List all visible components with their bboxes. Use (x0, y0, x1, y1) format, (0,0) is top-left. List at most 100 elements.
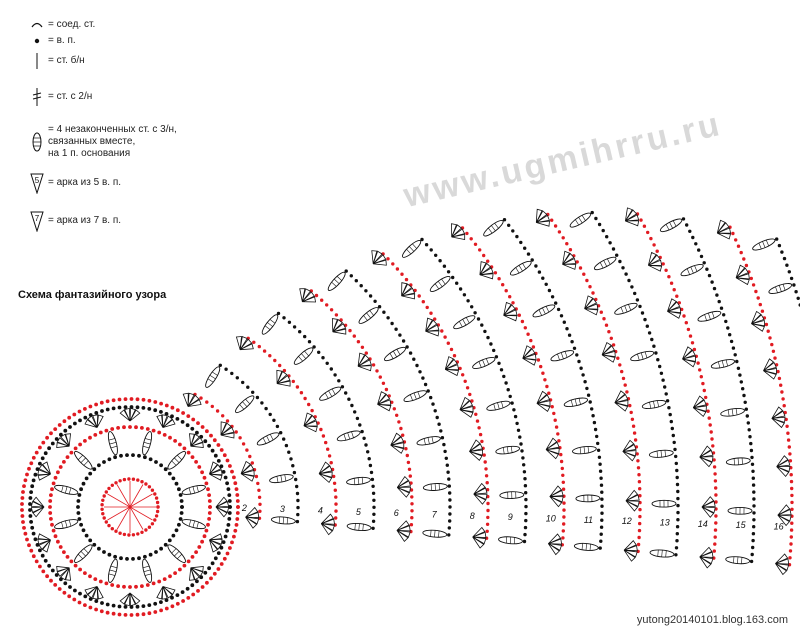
fan-row-3 (246, 336, 338, 527)
cluster-symbol (593, 256, 617, 271)
arc-fan-motif (522, 345, 537, 366)
arc-fan-motif (396, 520, 411, 543)
cluster-symbol (649, 549, 675, 558)
arc-fan-motif (601, 341, 616, 363)
arc-fan-motif (459, 396, 474, 418)
fan-row-5 (309, 289, 414, 534)
arc-fan-motif (469, 439, 484, 461)
arc-fan-motif (472, 526, 487, 549)
fan-row-2 (218, 363, 300, 524)
cluster-symbol (384, 346, 406, 362)
fan-row-motifs-11 (535, 208, 640, 562)
cluster-symbol (167, 451, 186, 470)
arc-5-icon: 5 (30, 173, 44, 194)
cluster-symbol (563, 397, 589, 408)
cluster-symbol (725, 556, 751, 565)
fan-row-15 (728, 225, 794, 567)
chain-icon (34, 38, 40, 44)
arc-fan-motif (235, 336, 254, 351)
cluster-symbol (142, 431, 153, 456)
arc-fan-motif (771, 406, 786, 429)
arc-fan-motif (245, 506, 260, 529)
arc-fan-motif (535, 208, 550, 227)
arc-fan-motif (503, 301, 518, 322)
cluster-symbol (630, 350, 655, 362)
legend-text: = 4 незаконченных ст. с 3/н, связанных в… (48, 124, 177, 159)
cluster-symbol (181, 484, 206, 495)
legend-item-chain: = в. п. (28, 30, 76, 52)
cluster-symbol (416, 436, 441, 446)
arc-fan-motif (473, 482, 488, 505)
arc-fan-motif (331, 318, 347, 335)
row-number: 10 (546, 514, 556, 524)
fan-row-motifs-14 (659, 218, 753, 565)
cluster-symbol (720, 408, 745, 417)
row-number: 8 (470, 511, 475, 521)
center-spokes (104, 481, 156, 533)
arc-fan-motif (562, 250, 577, 270)
arc-fan-motif (84, 586, 104, 600)
arc-fan-motif (444, 356, 460, 377)
inner-round-3 (28, 405, 232, 609)
cluster-symbol (573, 542, 599, 551)
row-number: 5 (356, 507, 362, 517)
legend-text: = ст. б/н (48, 55, 85, 66)
cluster-symbol (422, 529, 448, 538)
legend-item-double-crochet: = ст. с 2/н (28, 86, 92, 108)
cluster-symbol (74, 451, 93, 470)
arc-fan-motif (320, 513, 335, 536)
diagram-title: Схема фантазийного узора (18, 289, 167, 301)
arc-fan-motif (625, 489, 640, 512)
cluster-symbol (422, 483, 448, 491)
cluster-symbol (74, 544, 93, 563)
arc-fan-motif (240, 460, 255, 482)
arc-fan-motif (623, 540, 638, 562)
row-number: 6 (394, 508, 399, 518)
arc-fan-motif (425, 317, 440, 337)
row-number: 14 (698, 519, 708, 529)
legend-item-slip-stitch: = соед. ст. (28, 14, 95, 36)
cluster-symbol (261, 314, 279, 335)
arc-fan-motif (735, 264, 750, 286)
cluster-symbol (327, 271, 346, 291)
legend-item-arc-7: 7= арка из 7 в. п. (28, 210, 121, 232)
arc-fan-motif (716, 219, 732, 240)
arc-fan-motif (119, 407, 141, 422)
arc-fan-motif (548, 533, 563, 556)
source-credit: yutong20140101.blog.163.com (636, 614, 788, 626)
cluster-symbol (532, 304, 556, 318)
fan-row-14 (681, 217, 756, 564)
arc-fan-motif (377, 391, 392, 412)
fan-row-motifs-13 (625, 207, 716, 569)
arc-fan-motif (209, 533, 223, 553)
double-crochet-icon (32, 88, 42, 106)
arc-count-label: 7 (35, 214, 40, 223)
cluster-symbol (697, 310, 722, 322)
fan-row-motifs-4 (261, 314, 372, 531)
center-ring (100, 477, 160, 537)
arc-fan-motif (549, 485, 564, 508)
arc-fan-motif (37, 533, 51, 553)
cluster-symbol (453, 315, 476, 330)
arc-7-icon: 7 (30, 211, 44, 232)
fan-row-motifs-16 (752, 238, 793, 294)
arc-fan-motif (303, 412, 318, 433)
cluster-symbol (167, 544, 186, 563)
arc-count-label: 5 (35, 176, 40, 185)
cluster-symbol (107, 558, 118, 583)
arc-fan-motif (614, 390, 629, 412)
fan-row-motifs-1 (182, 392, 260, 529)
cluster-symbol (269, 474, 294, 484)
arc-fan-motif (648, 251, 663, 272)
arc-fan-motif (536, 390, 551, 412)
row-number: 2 (241, 503, 247, 513)
arc-fan-motif (318, 461, 333, 484)
arc-fan-motif (189, 566, 204, 581)
row-number: 15 (736, 520, 747, 530)
arc-fan-motif (692, 395, 707, 418)
legend-item-cluster: = 4 незаконченных ст. с 3/н, связанных в… (28, 124, 177, 160)
arc-fan-motif (751, 310, 766, 332)
cluster-symbol (641, 399, 667, 410)
arc-fan-motif (37, 461, 51, 481)
